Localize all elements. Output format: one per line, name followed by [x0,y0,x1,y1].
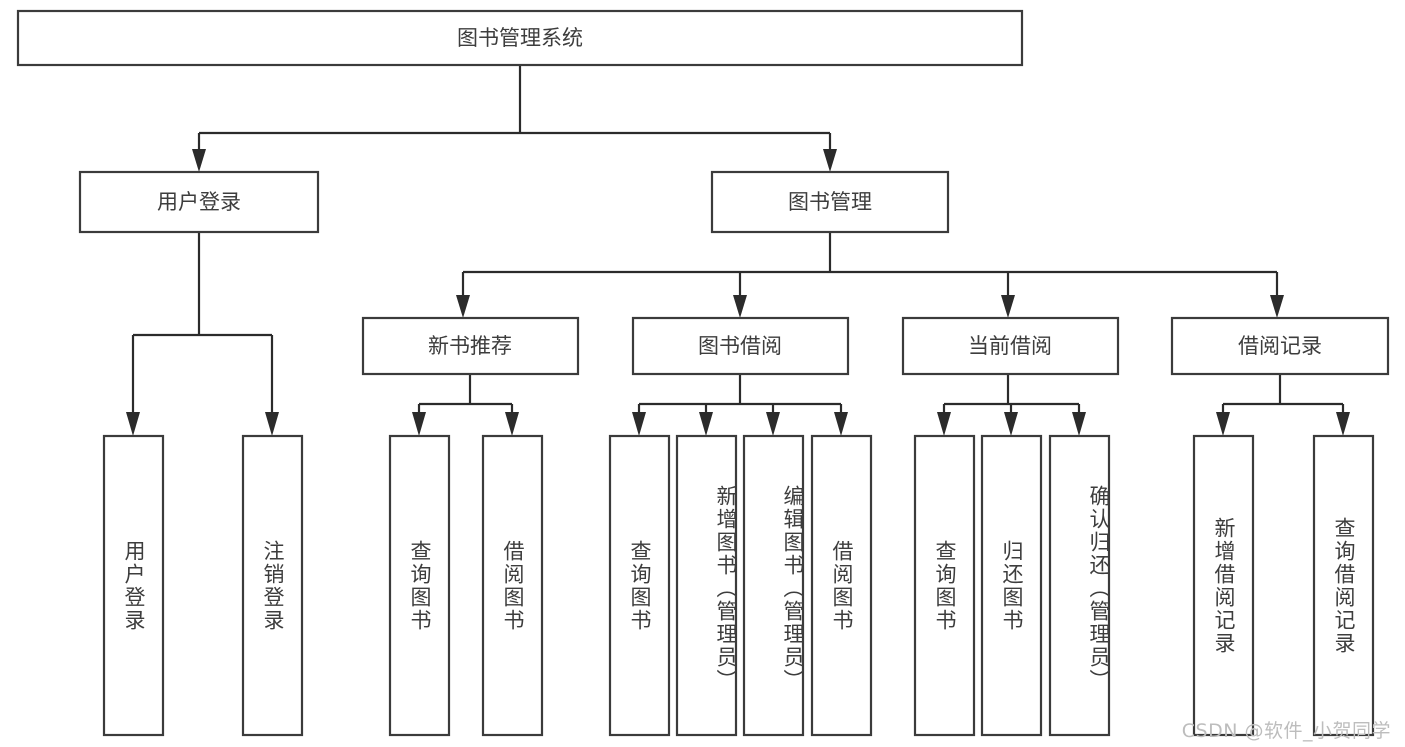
node-box-user-login[interactable] [78,170,320,234]
arrow-head-icon [456,295,470,318]
leaf-box-currentborrow-query[interactable] [913,434,976,737]
arrow-head-icon [699,412,713,436]
node-box-current-borrow[interactable] [901,316,1120,376]
arrow-head-icon [412,412,426,436]
arrow-head-icon [1336,412,1350,436]
leaf-box-bookborrow-edit[interactable] [742,434,805,737]
arrow-head-icon [937,412,951,436]
arrow-head-icon [505,412,519,436]
connector-group-newbook-to-leaves [412,374,519,436]
arrow-head-icon [265,412,279,436]
connector-group-borrowrecord-to-leaves [1216,374,1350,436]
node-new-book-recommend[interactable]: 新书推荐 [361,316,580,376]
arrow-head-icon [1001,295,1015,318]
node-user-login[interactable]: 用户登录 [78,170,320,234]
node-box-book-management[interactable] [710,170,950,234]
node-root-system[interactable]: 图书管理系统 [16,9,1024,67]
node-book-borrow[interactable]: 图书借阅 [631,316,850,376]
connector-group-bookmgmt-to-level3 [456,232,1284,318]
arrow-head-icon [632,412,646,436]
leaf-box-user-login-login[interactable] [102,434,165,737]
node-label-root: 图书管理系统 [457,26,583,50]
arrow-head-icon [834,412,848,436]
arrow-head-icon [1270,295,1284,318]
node-box-book-borrow[interactable] [631,316,850,376]
leaf-box-user-login-logout[interactable] [241,434,304,737]
node-label-book-borrow: 图书借阅 [698,334,782,358]
arrow-head-icon [766,412,780,436]
arrow-head-icon [126,412,140,436]
leaf-box-bookborrow-add[interactable] [675,434,738,737]
node-box-new-book-recommend[interactable] [361,316,580,376]
leaf-box-currentborrow-confirm[interactable] [1048,434,1111,737]
connector-group-currentborrow-to-leaves [937,374,1086,436]
node-label-book-management: 图书管理 [788,190,872,214]
node-book-management[interactable]: 图书管理 [710,170,950,234]
leaf-box-newbook-borrow[interactable] [481,434,544,737]
node-current-borrow[interactable]: 当前借阅 [901,316,1120,376]
node-label-borrow-record: 借阅记录 [1238,334,1322,358]
leaf-box-newbook-query[interactable] [388,434,451,737]
leaf-box-bookborrow-borrow[interactable] [810,434,873,737]
arrow-head-icon [192,149,206,172]
node-label-new-book-recommend: 新书推荐 [428,334,512,358]
node-borrow-record[interactable]: 借阅记录 [1170,316,1390,376]
node-box-borrow-record[interactable] [1170,316,1390,376]
connector-group-bookborrow-to-leaves [632,374,848,436]
leaf-box-currentborrow-return[interactable] [980,434,1043,737]
connector-group-userlogin-to-leaves [126,232,279,436]
leaf-box-borrowrecord-query[interactable] [1312,434,1375,737]
arrow-head-icon [1004,412,1018,436]
arrow-head-icon [1216,412,1230,436]
leaf-box-bookborrow-query[interactable] [608,434,671,737]
arrow-head-icon [823,149,837,172]
arrow-head-icon [1072,412,1086,436]
node-label-current-borrow: 当前借阅 [968,334,1052,358]
node-label-user-login: 用户登录 [157,190,241,214]
node-box-root[interactable] [16,9,1024,67]
connector-group-root-to-level2 [192,65,837,172]
arrow-head-icon [733,295,747,318]
csdn-watermark: CSDN @软件_小贺同学 [1181,720,1391,742]
leaf-box-borrowrecord-add[interactable] [1192,434,1255,737]
